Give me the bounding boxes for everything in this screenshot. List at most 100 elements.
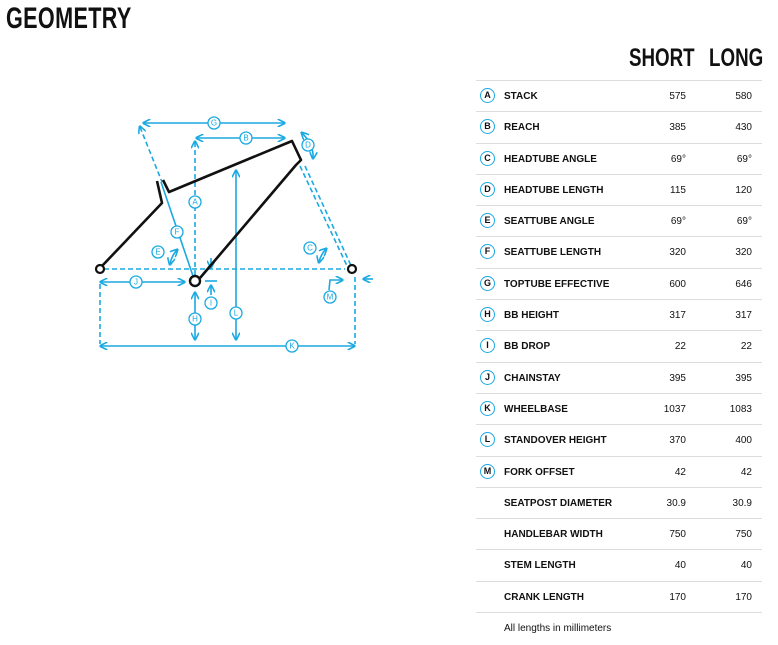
- row-label: TOPTUBE EFFECTIVE: [504, 278, 610, 290]
- row-value-long: 430: [735, 122, 752, 134]
- row-label: CRANK LENGTH: [504, 591, 584, 603]
- row-label: CHAINSTAY: [504, 372, 561, 384]
- row-value-short: 385: [669, 122, 686, 134]
- row-value-long: 40: [740, 560, 752, 572]
- row-value-long: 170: [735, 591, 752, 603]
- label-l: L: [234, 309, 239, 318]
- row-letter-badge: H: [480, 307, 495, 323]
- label-m: M: [327, 293, 334, 302]
- row-label: WHEELBASE: [504, 403, 568, 415]
- row-label: STEM LENGTH: [504, 560, 576, 572]
- table-row: K WHEELBASE 1037 1083: [476, 394, 762, 426]
- row-value-long: 30.9: [732, 497, 752, 509]
- row-value-short: 115: [670, 184, 686, 196]
- row-value-long: 646: [735, 278, 752, 290]
- page-title: GEOMETRY: [6, 2, 132, 35]
- label-a: A: [192, 198, 198, 207]
- front-axle: [346, 263, 358, 275]
- row-value-long: 580: [735, 91, 752, 102]
- row-letter-badge: C: [480, 150, 495, 166]
- row-value-long: 400: [735, 435, 752, 447]
- row-label: FORK OFFSET: [504, 466, 575, 478]
- column-header-short: SHORT: [628, 44, 695, 72]
- row-label: REACH: [504, 122, 540, 134]
- row-label: HANDLEBAR WIDTH: [504, 529, 603, 541]
- label-h: H: [192, 315, 198, 324]
- table-row: G TOPTUBE EFFECTIVE 600 646: [476, 269, 762, 301]
- table-row: HANDLEBAR WIDTH 750 750: [476, 519, 762, 551]
- row-value-long: 22: [740, 341, 752, 353]
- row-label: BB HEIGHT: [504, 310, 559, 322]
- dimension-lines: [99, 123, 373, 346]
- row-value-long: 395: [735, 372, 752, 384]
- row-value-short: 30.9: [666, 497, 686, 509]
- label-k: K: [289, 342, 295, 351]
- row-value-long: 317: [735, 310, 752, 322]
- row-value-short: 750: [669, 529, 686, 541]
- label-e: E: [155, 248, 160, 257]
- row-letter-badge: M: [480, 463, 495, 479]
- row-value-long: 69°: [736, 216, 752, 228]
- row-value-short: 317: [669, 310, 686, 322]
- table-row: J CHAINSTAY 395 395: [476, 363, 762, 394]
- row-value-short: 69°: [670, 216, 686, 228]
- row-letter-badge: F: [480, 244, 495, 260]
- row-letter-badge: J: [480, 369, 495, 385]
- row-label: HEADTUBE ANGLE: [504, 153, 597, 165]
- row-value-long: 1083: [729, 403, 752, 415]
- table-row: B REACH 385 430: [476, 112, 762, 144]
- table-row: F SEATTUBE LENGTH 320 320: [476, 237, 762, 269]
- row-value-long: 69°: [736, 153, 752, 165]
- row-label: STANDOVER HEIGHT: [504, 435, 607, 447]
- table-row: L STANDOVER HEIGHT 370 400: [476, 425, 762, 457]
- geometry-diagram: G B D A F E C J I M H L K: [94, 116, 373, 353]
- label-f: F: [175, 228, 180, 237]
- bike-frame: [101, 139, 303, 279]
- row-letter-badge: I: [480, 338, 495, 354]
- row-value-long: 320: [735, 247, 752, 259]
- label-b: B: [243, 134, 248, 143]
- diagram-labels: G B D A F E C J I M H L K: [129, 116, 337, 353]
- row-letter-badge: E: [480, 213, 495, 229]
- row-value-long: 750: [735, 529, 752, 541]
- row-value-short: 320: [669, 247, 686, 259]
- table-row: CRANK LENGTH 170 170: [476, 582, 762, 614]
- label-d: D: [305, 141, 311, 150]
- row-value-short: 600: [669, 278, 686, 290]
- row-letter-badge: A: [480, 88, 495, 103]
- row-letter-badge: D: [480, 181, 495, 197]
- row-value-short: 575: [669, 91, 686, 102]
- row-value-short: 1037: [663, 403, 686, 415]
- table-row: E SEATTUBE ANGLE 69° 69°: [476, 206, 762, 238]
- row-label: SEATTUBE LENGTH: [504, 247, 602, 259]
- table-row: H BB HEIGHT 317 317: [476, 300, 762, 332]
- row-value-short: 69°: [670, 153, 686, 165]
- row-letter-badge: B: [480, 119, 495, 135]
- row-value-long: 120: [735, 184, 752, 196]
- label-i: I: [210, 299, 212, 308]
- rear-axle: [94, 263, 106, 275]
- row-value-long: 42: [740, 466, 752, 478]
- label-j: J: [134, 278, 138, 287]
- table-row: D HEADTUBE LENGTH 115 120: [476, 175, 762, 207]
- row-letter-badge: G: [480, 275, 495, 291]
- bottom-bracket: [188, 274, 202, 288]
- row-value-short: 395: [669, 372, 686, 384]
- label-c: C: [307, 244, 313, 253]
- row-label: HEADTUBE LENGTH: [504, 184, 604, 196]
- row-letter-badge: K: [480, 400, 495, 416]
- row-label: SEATTUBE ANGLE: [504, 216, 595, 228]
- label-g: G: [211, 119, 217, 128]
- row-value-short: 170: [669, 591, 686, 603]
- row-value-short: 370: [669, 435, 686, 447]
- row-value-short: 22: [674, 341, 686, 353]
- row-letter-badge: L: [480, 432, 495, 448]
- table-row: C HEADTUBE ANGLE 69° 69°: [476, 144, 762, 175]
- column-header-long: LONG: [709, 44, 764, 72]
- units-note: All lengths in millimeters: [504, 623, 612, 634]
